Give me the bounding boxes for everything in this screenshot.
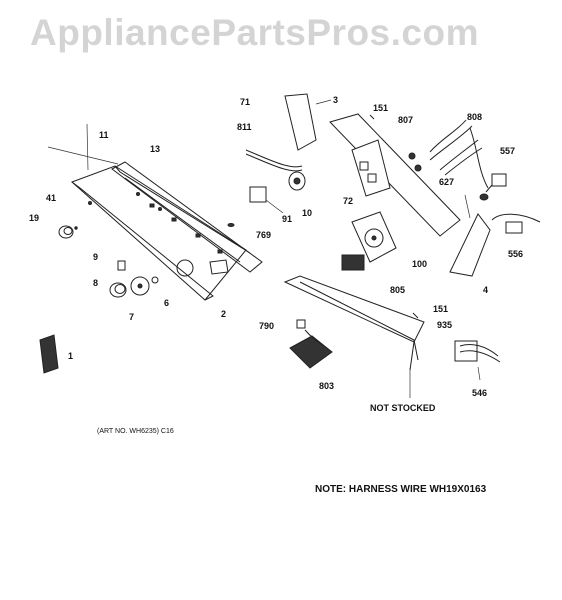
callout-790: 790: [259, 321, 275, 331]
callout-91: 91: [282, 214, 293, 224]
hose-811: [245, 149, 303, 168]
timer-100: [351, 211, 397, 263]
callout-19: 19: [29, 213, 40, 223]
screw-151: [412, 312, 419, 319]
knob-8: [109, 282, 127, 298]
bracket-3: [284, 93, 317, 151]
callout-151-top: 151: [373, 103, 389, 113]
hoses-808: [408, 119, 489, 189]
dial-7: [130, 276, 150, 296]
valve-557: [485, 173, 507, 193]
clip-790: [296, 319, 306, 329]
callout-7: 7: [129, 312, 135, 322]
switch-10: [288, 171, 306, 191]
screw-769: [227, 223, 235, 227]
watermark: AppliancePartsPros.com: [30, 12, 479, 53]
panel-frame-2: [111, 161, 263, 275]
callout-803: 803: [319, 381, 335, 391]
mounting-bracket: [283, 275, 425, 371]
callout-41: 41: [46, 193, 57, 203]
not-stocked-label: NOT STOCKED: [370, 403, 436, 413]
callout-151-bottom: 151: [433, 304, 449, 314]
spring-6: [151, 276, 159, 284]
callout-72: 72: [343, 196, 354, 206]
filter-627: [479, 193, 489, 201]
callout-807: 807: [398, 115, 414, 125]
callout-100: 100: [412, 259, 428, 269]
callout-4: 4: [483, 285, 489, 295]
control-panel-13: [71, 165, 251, 301]
callout-769: 769: [256, 230, 272, 240]
callout-6: 6: [164, 298, 170, 308]
callout-13: 13: [150, 144, 161, 154]
manual-1: [39, 334, 59, 374]
callout-9: 9: [93, 252, 99, 262]
switch-805: [341, 254, 365, 271]
part-91: [249, 186, 267, 203]
harness-546: [454, 340, 501, 363]
callout-71: 71: [240, 97, 251, 107]
callout-935: 935: [437, 320, 453, 330]
callout-811: 811: [237, 122, 252, 132]
callout-11: 11: [99, 130, 109, 140]
callout-8: 8: [93, 278, 99, 288]
callout-3: 3: [333, 95, 339, 105]
art-number: (ART NO. WH6235) C16: [97, 428, 174, 435]
switch-803: [289, 335, 333, 369]
bracket-4: [449, 213, 491, 277]
callout-556: 556: [508, 249, 524, 259]
callout-546: 546: [472, 388, 488, 398]
callout-10: 10: [302, 208, 313, 218]
knob-19: [58, 225, 78, 239]
callout-2: 2: [221, 309, 227, 319]
harness-556: [491, 213, 541, 234]
callout-808: 808: [467, 112, 483, 122]
callout-1: 1: [68, 351, 74, 361]
callout-557: 557: [500, 146, 516, 156]
callout-805: 805: [390, 285, 406, 295]
callout-627: 627: [439, 177, 455, 187]
clip-9: [117, 260, 126, 271]
rear-panel-72: [329, 113, 461, 237]
harness-note: NOTE: HARNESS WIRE WH19X0163: [315, 484, 487, 495]
